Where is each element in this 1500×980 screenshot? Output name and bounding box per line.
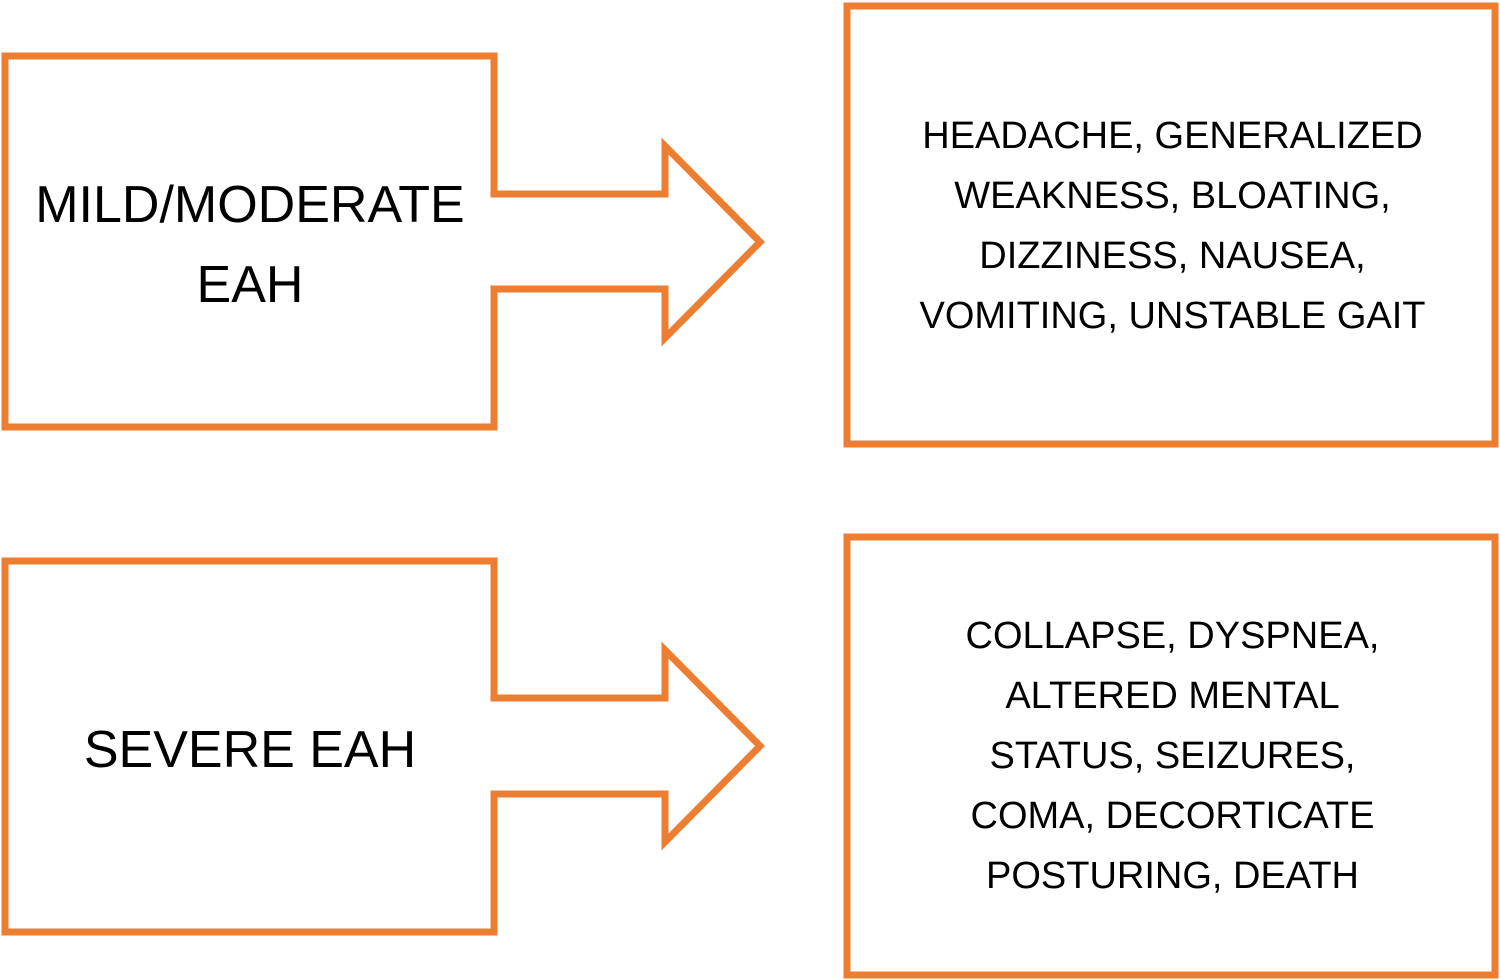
symptom-line: ALTERED MENTAL [1005,675,1340,717]
symptom-line: COLLAPSE, DYSPNEA, [965,615,1380,657]
mild-moderate-label: MILD/MODERATE EAH [5,160,495,330]
symptom-line: POSTURING, DEATH [986,855,1359,897]
severity-line: EAH [196,256,304,314]
severity-line: SEVERE EAH [83,721,417,779]
mild-moderate-symptoms: HEADACHE, GENERALIZED WEAKNESS, BLOATING… [850,106,1495,346]
symptom-line: VOMITING, UNSTABLE GAIT [919,295,1426,337]
severe-label: SEVERE EAH [5,710,495,790]
mild-moderate-symptoms-box [843,2,1499,448]
mild-moderate-arrow-callout [1,52,765,431]
severe-arrow-callout [1,557,765,936]
severe-symptoms: COLLAPSE, DYSPNEA, ALTERED MENTAL STATUS… [850,606,1495,906]
symptom-line: DIZZINESS, NAUSEA, [979,235,1366,277]
symptom-line: STATUS, SEIZURES, [989,735,1356,777]
symptom-line: COMA, DECORTICATE [970,795,1375,837]
severe-symptoms-box [843,533,1499,979]
symptom-line: WEAKNESS, BLOATING, [954,175,1391,217]
severity-line: MILD/MODERATE [35,176,465,234]
symptom-line: HEADACHE, GENERALIZED [922,115,1423,157]
